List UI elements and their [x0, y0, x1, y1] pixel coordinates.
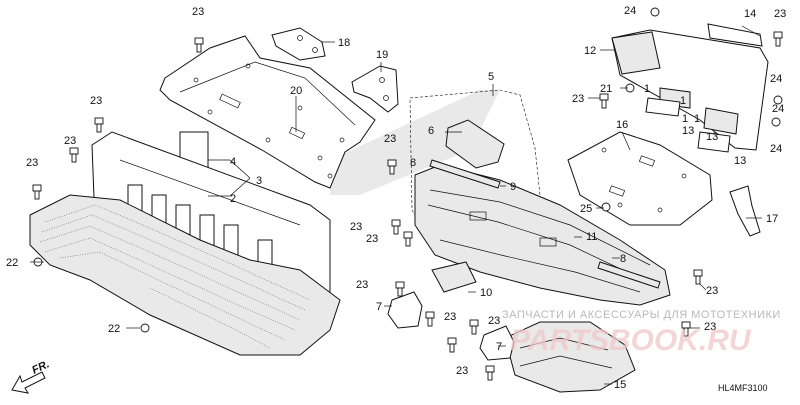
bracket-7-b — [479, 325, 515, 361]
callout: 9 — [510, 181, 516, 193]
bolt-23-m2 — [391, 219, 401, 235]
callout: 23 — [774, 8, 786, 20]
watermark-line1: ЗАПЧАСТИ И АКСЕССУАРЫ ДЛЯ МОТОТЕХНИКИ — [502, 309, 781, 321]
bolt-23-top — [194, 37, 204, 53]
bolt-23-m4 — [395, 281, 405, 297]
callout: 3 — [256, 175, 262, 187]
bolt-23-r1 — [599, 93, 609, 109]
bolt-23-m6 — [469, 319, 479, 335]
callout: 23 — [26, 157, 38, 169]
callout-labels: 23 18 19 20 5 24 14 23 12 24 21 23 23 23… — [6, 5, 786, 391]
callout: 23 — [704, 321, 716, 333]
watermark: ЗАПЧАСТИ И АКСЕССУАРЫ ДЛЯ МОТОТЕХНИКИ PA… — [502, 309, 781, 357]
callout: 1 — [644, 83, 650, 95]
bolts — [32, 7, 783, 381]
callout: 23 — [192, 6, 204, 18]
callout: 24 — [772, 103, 784, 115]
callout: 6 — [428, 125, 434, 137]
clip-22-b — [140, 323, 150, 333]
floor-panel-20 — [159, 35, 376, 189]
callout: 2 — [230, 193, 236, 205]
callout: 24 — [624, 5, 636, 17]
bolt-23-r3 — [681, 321, 691, 337]
callout: 5 — [488, 71, 494, 83]
callout: 7 — [496, 341, 502, 353]
callout: 25 — [580, 203, 592, 215]
callout: 23 — [456, 365, 468, 377]
panel-10 — [431, 261, 477, 293]
callout: 24 — [770, 73, 782, 85]
floor-mat-22 — [29, 194, 341, 356]
callout: 18 — [338, 37, 350, 49]
bolt-23-m5 — [425, 311, 435, 327]
callout: 11 — [586, 231, 597, 243]
callout: 13 — [706, 131, 718, 143]
bolt-23-left2 — [69, 147, 79, 163]
pads-13 — [645, 97, 731, 153]
callout: 23 — [90, 95, 102, 107]
callout: 24 — [770, 143, 782, 155]
callout: 23 — [706, 285, 718, 297]
strips-8 — [429, 159, 661, 289]
direction-label: FR. — [30, 358, 51, 376]
watermark-hatch — [330, 90, 500, 195]
cover-12 — [611, 23, 769, 151]
clip-24-c — [771, 117, 781, 127]
callout: 23 — [384, 133, 396, 145]
callout: 1 — [694, 113, 700, 125]
callout: 17 — [766, 213, 778, 225]
bracket-18 — [271, 27, 326, 61]
callout: 23 — [366, 233, 378, 245]
callout: 22 — [108, 323, 120, 335]
callout: 22 — [6, 257, 18, 269]
bolt-23-m3 — [403, 231, 413, 247]
skid-panel-15 — [504, 321, 636, 393]
plate-16 — [567, 131, 713, 226]
callout: 23 — [488, 315, 500, 327]
callout: 1 — [682, 113, 688, 125]
callout: 20 — [290, 85, 302, 97]
bolt-23-r2 — [693, 269, 703, 285]
clip-24-b — [773, 95, 783, 105]
callout: 21 — [600, 83, 612, 95]
callout: 23 — [350, 221, 362, 233]
callout: 23 — [64, 135, 76, 147]
callout: 19 — [376, 49, 388, 61]
callout: 4 — [230, 156, 236, 168]
callout: 12 — [584, 45, 596, 57]
front-direction-arrow: FR. — [11, 358, 51, 394]
callout: 13 — [682, 125, 694, 137]
callout: 8 — [620, 253, 626, 265]
callout: 15 — [614, 379, 626, 391]
bolt-23-m8 — [447, 337, 457, 353]
grommet-25 — [601, 202, 611, 212]
diagram-code: HL4MF3100 — [718, 383, 768, 393]
callout: 23 — [356, 279, 368, 291]
leader-lines — [30, 25, 762, 385]
panel-6 — [445, 119, 505, 169]
callout: 1 — [680, 95, 686, 107]
watermark-line2: PARTSBOOK.RU — [510, 324, 752, 357]
callout: 23 — [444, 311, 456, 323]
callout: 8 — [410, 157, 416, 169]
bolt-23-left3 — [32, 184, 42, 200]
bracket-17 — [729, 185, 761, 237]
callout: 7 — [376, 301, 382, 313]
callout: 13 — [734, 155, 746, 167]
bolt-23-r4 — [773, 31, 783, 47]
callout: 10 — [480, 287, 492, 299]
callout: 23 — [572, 93, 584, 105]
bracket-7-a — [387, 291, 423, 329]
clip-24-a — [650, 7, 660, 17]
bolt-23-left1 — [94, 117, 104, 133]
bolt-23-m1 — [387, 159, 397, 175]
bolt-23-m7 — [485, 365, 495, 381]
bracket-19 — [351, 65, 399, 113]
callout: 14 — [744, 8, 756, 20]
callout: 16 — [616, 119, 628, 131]
